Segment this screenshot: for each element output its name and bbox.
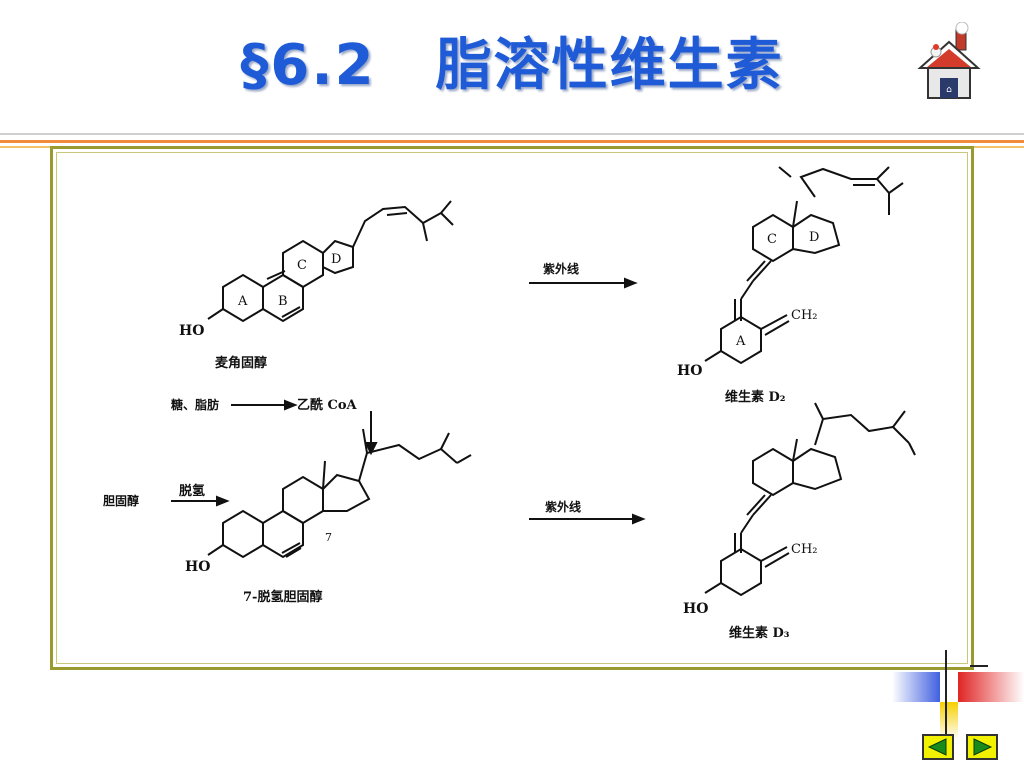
title-text: 脂溶性维生素	[435, 33, 784, 98]
d3-ch2: CH₂	[791, 542, 818, 557]
triangle-right-icon	[973, 738, 993, 756]
ergosterol-ring-c: C	[297, 258, 307, 273]
next-slide-button[interactable]	[966, 734, 998, 760]
position-7-label: 7	[325, 531, 332, 544]
acetyl-product: 乙酰 CoA	[297, 397, 358, 413]
corner-decoration	[892, 650, 1024, 740]
prev-slide-button[interactable]	[922, 734, 954, 760]
d2-ch2: CH₂	[791, 308, 818, 323]
dehydro-name: 7-脱氢胆固醇	[243, 589, 322, 605]
d2-ring-c: C	[767, 232, 777, 247]
rule-orange	[0, 140, 1024, 143]
d2-ho: HO	[677, 363, 702, 379]
diagram-frame: A B C D HO 麦角固醇 紫外线 C D A CH₂ HO 维生素 D₂ …	[50, 146, 974, 670]
acetyl-source: 糖、脂肪	[171, 397, 219, 412]
d3-ho: HO	[683, 601, 708, 617]
ergosterol-ring-d: D	[331, 252, 341, 267]
cholesterol-label: 胆固醇	[103, 493, 139, 508]
d2-ring-a: A	[735, 334, 746, 349]
ergosterol-ring-a: A	[237, 294, 248, 309]
vitamin-d-synthesis-diagram: A B C D HO 麦角固醇 紫外线 C D A CH₂ HO 维生素 D₂ …	[103, 166, 916, 641]
svg-text:⌂: ⌂	[946, 85, 952, 95]
slide-title: §6.2 脂溶性维生素	[0, 20, 1024, 101]
d3-name: 维生素 D₃	[729, 625, 790, 641]
ergosterol-ring-b: B	[278, 294, 288, 309]
section-number: §6.2	[240, 33, 376, 98]
uv-label-top: 紫外线	[543, 261, 579, 276]
rule-grey	[0, 133, 1024, 135]
home-icon[interactable]: ⌂	[916, 21, 982, 108]
dehydro-ho: HO	[185, 559, 210, 575]
triangle-left-icon	[927, 738, 947, 756]
uv-label-bottom: 紫外线	[545, 499, 581, 514]
dehydrogenation-label: 脱氢	[179, 483, 205, 499]
ergosterol-name: 麦角固醇	[215, 355, 267, 371]
ergosterol-ho: HO	[179, 323, 204, 339]
d2-ring-d: D	[809, 230, 819, 245]
d2-name: 维生素 D₂	[725, 389, 786, 405]
